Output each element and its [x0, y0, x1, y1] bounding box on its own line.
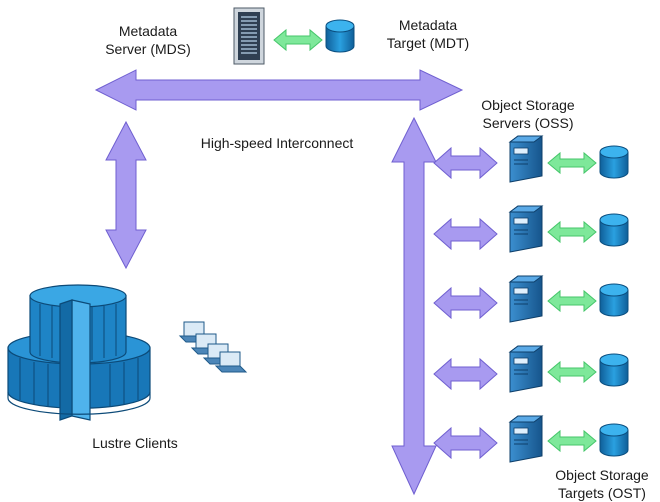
ost-link-arrow — [547, 221, 597, 243]
interconnect-horizontal-arrow — [94, 69, 464, 111]
oss-link-arrow — [433, 287, 498, 319]
oss-label: Object Storage Servers (OSS) — [460, 96, 596, 132]
oss-link-arrow — [433, 427, 498, 459]
storage-server-icon — [509, 135, 543, 183]
oss-link-arrow — [433, 218, 498, 250]
ost-label-line2: Targets (OST) — [558, 485, 646, 501]
storage-server-icon — [509, 415, 543, 463]
ost-label: Object Storage Targets (OST) — [544, 466, 660, 502]
interconnect-label: High-speed Interconnect — [200, 135, 354, 151]
oss-link-arrow — [433, 147, 498, 179]
ost-disk-icon — [599, 353, 629, 387]
mds-label: Metadata Server (MDS) — [82, 22, 214, 58]
oss-row-2 — [433, 205, 629, 253]
mds-label-line2: Server (MDS) — [105, 41, 191, 57]
ost-link-arrow — [547, 290, 597, 312]
mdt-disk-icon — [325, 19, 355, 53]
mdt-label: Metadata Target (MDT) — [372, 16, 484, 52]
ost-disk-icon — [599, 213, 629, 247]
mdt-label-line2: Target (MDT) — [386, 35, 470, 51]
ost-link-arrow — [547, 430, 597, 452]
mds-label-line1: Metadata — [118, 23, 178, 39]
oss-link-arrow — [433, 358, 498, 390]
ost-disk-icon — [599, 283, 629, 317]
oss-row-1 — [433, 135, 629, 183]
ost-link-arrow — [547, 361, 597, 383]
oss-label-line2: Servers (OSS) — [482, 115, 574, 131]
ost-label-line1: Object Storage — [555, 467, 649, 483]
oss-vertical-arrow — [391, 116, 437, 496]
mds-mdt-link-arrow — [273, 29, 323, 51]
supercomputer-icon — [7, 284, 151, 421]
ost-disk-icon — [599, 145, 629, 179]
ost-disk-icon — [599, 423, 629, 457]
clients-label: Lustre Clients — [92, 435, 178, 451]
metadata-server-rack-icon — [233, 7, 265, 65]
oss-label-line1: Object Storage — [481, 97, 575, 113]
laptops-icon — [178, 321, 248, 373]
ost-link-arrow — [547, 152, 597, 174]
storage-server-icon — [509, 205, 543, 253]
oss-row-3 — [433, 275, 629, 323]
oss-row-4 — [433, 345, 629, 393]
mdt-label-line1: Metadata — [398, 17, 458, 33]
storage-server-icon — [509, 345, 543, 393]
clients-vertical-arrow — [105, 120, 147, 270]
oss-row-5 — [433, 415, 629, 463]
storage-server-icon — [509, 275, 543, 323]
